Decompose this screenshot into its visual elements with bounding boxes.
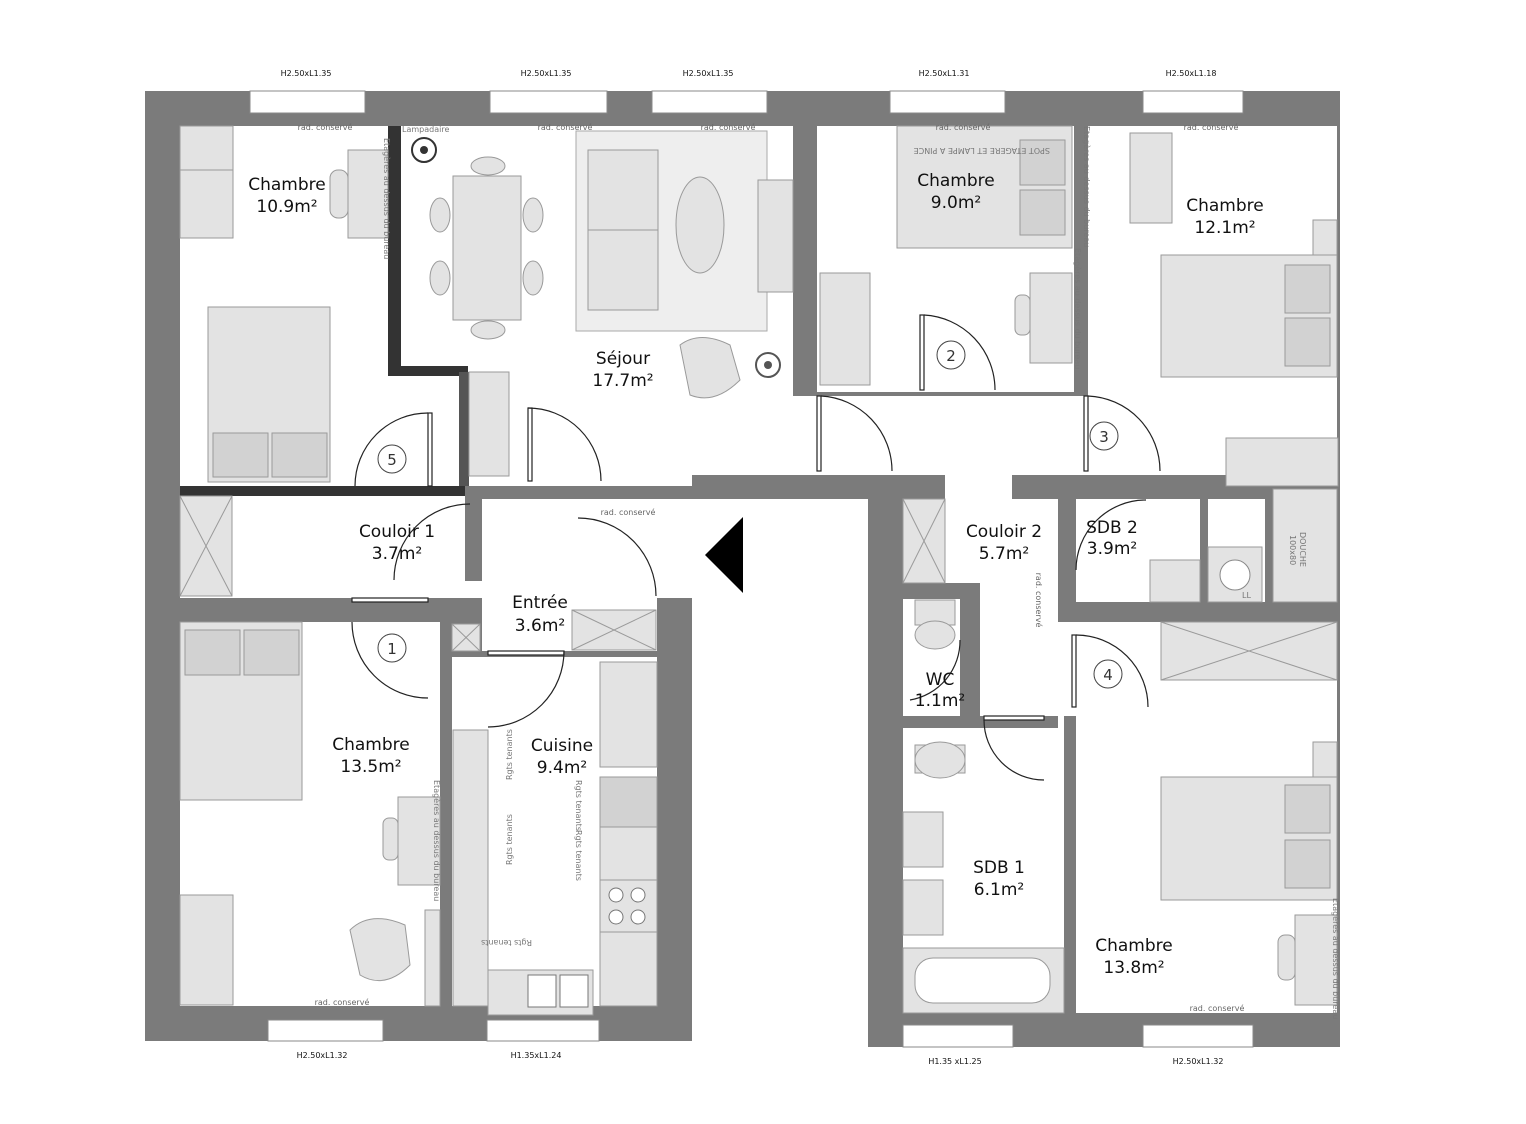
window-dim-bottom-4: H2.50xL1.32	[1173, 1057, 1224, 1066]
radiator-label: rad. conservé	[538, 122, 593, 132]
room-area-cuisine: 9.4m²	[537, 758, 587, 778]
door-number-1: 1	[387, 640, 397, 658]
notes: Lampadaire Etagères au dessus du bureau …	[382, 125, 1341, 1019]
door-number-3: 3	[1099, 428, 1109, 446]
rgts-tenants-note: Rgts tenants	[574, 780, 583, 831]
furniture	[179, 125, 1339, 1016]
window-dim-top-1: H2.50xL1.35	[281, 69, 332, 78]
entrance-arrow-icon	[705, 517, 743, 593]
room-name-chambre-ne: Chambre	[1186, 196, 1264, 216]
door-number-5: 5	[387, 451, 397, 469]
room-name-chambre-se: Chambre	[1095, 936, 1173, 956]
window-dim-bottom-3: H1.35 xL1.25	[928, 1057, 981, 1066]
radiator-label: rad. conservé	[298, 122, 353, 132]
door-numbers: 1 2 3 4 5	[377, 340, 1123, 689]
room-name-couloir1: Couloir 1	[359, 522, 435, 542]
room-name-entree: Entrée	[512, 593, 568, 613]
top-windows	[249, 90, 1244, 114]
room-area-sdb2: 3.9m²	[1087, 539, 1137, 559]
room-name-chambre-sw: Chambre	[332, 735, 410, 755]
douche-note: DOUCHE	[1298, 532, 1307, 567]
room-name-couloir2: Couloir 2	[966, 522, 1042, 542]
door-number-4: 4	[1103, 666, 1113, 684]
etageres-note: Etagères au dessus du bureau	[382, 138, 392, 259]
radiator-label: rad. conservé	[1184, 122, 1239, 132]
room-name-chambre-n: Chambre	[917, 171, 995, 191]
room-area-sejour: 17.7m²	[592, 371, 653, 391]
room-area-chambre-ne: 12.1m²	[1194, 218, 1255, 238]
radiator-label: rad. conservé	[701, 122, 756, 132]
rgts-tenants-note: Rgts tenants	[574, 830, 583, 881]
room-area-couloir2: 5.7m²	[979, 544, 1029, 564]
douche-dim-note: 100x80	[1288, 535, 1297, 565]
room-area-chambre-se: 13.8m²	[1103, 958, 1164, 978]
room-name-cuisine: Cuisine	[531, 736, 593, 756]
spot-etagere-note: SPOT ETAGERE ET LAMPE A PINCE	[914, 146, 1050, 155]
bottom-windows	[267, 1019, 1254, 1048]
etageres-note: Etagères au dessus du bureau	[1331, 898, 1341, 1019]
doors	[351, 314, 1161, 781]
window-dim-top-3: H2.50xL1.35	[683, 69, 734, 78]
ll-note: LL	[1242, 591, 1251, 600]
room-area-wc: 1.1m²	[915, 691, 965, 711]
rgts-tenants-note: Rgts tenants	[481, 938, 532, 947]
room-area-chambre-n: 9.0m²	[931, 193, 981, 213]
room-name-sdb1: SDB 1	[973, 858, 1025, 878]
lampadaire-note: Lampadaire	[402, 125, 449, 134]
radiator-labels: rad. conservé rad. conservé rad. conserv…	[298, 122, 1245, 1013]
room-area-sdb1: 6.1m²	[974, 880, 1024, 900]
window-dim-top-2: H2.50xL1.35	[521, 69, 572, 78]
window-dimensions: H2.50xL1.35 H2.50xL1.35 H2.50xL1.35 H2.5…	[281, 69, 1224, 1066]
window-dim-bottom-1: H2.50xL1.32	[297, 1051, 348, 1060]
etageres-note: Etagères au dessus du bureau	[432, 780, 442, 901]
window-dim-top-5: H2.50xL1.18	[1166, 69, 1217, 78]
radiator-label: rad. conservé	[601, 507, 656, 517]
rgts-tenants-note: Rgts tenants	[505, 729, 514, 780]
room-labels: Chambre 10.9m² Séjour 17.7m² Chambre 9.0…	[248, 171, 1264, 978]
room-area-chambre-sw: 13.5m²	[340, 757, 401, 777]
exterior-walls	[145, 91, 1340, 1047]
room-name-sdb2: SDB 2	[1086, 518, 1138, 538]
window-dim-top-4: H2.50xL1.31	[919, 69, 970, 78]
room-name-sejour: Séjour	[596, 349, 650, 369]
etageres-note: Etagères au dessus du bureau	[1073, 248, 1083, 369]
radiator-label: rad. conservé	[1190, 1003, 1245, 1013]
room-area-couloir1: 3.7m²	[372, 544, 422, 564]
window-dim-bottom-2: H1.35xL1.24	[511, 1051, 562, 1060]
room-name-chambre-nw: Chambre	[248, 175, 326, 195]
door-number-2: 2	[946, 347, 956, 365]
etageres-note: Etagères au dessus du bureau	[1082, 126, 1092, 247]
rgts-tenants-note: Rgts tenants	[505, 814, 514, 865]
room-name-wc: WC	[926, 670, 955, 690]
radiator-label: rad. conservé	[1034, 573, 1044, 628]
room-area-chambre-nw: 10.9m²	[256, 197, 317, 217]
room-area-entree: 3.6m²	[515, 616, 565, 636]
radiator-label: rad. conservé	[936, 122, 991, 132]
radiator-label: rad. conservé	[315, 997, 370, 1007]
